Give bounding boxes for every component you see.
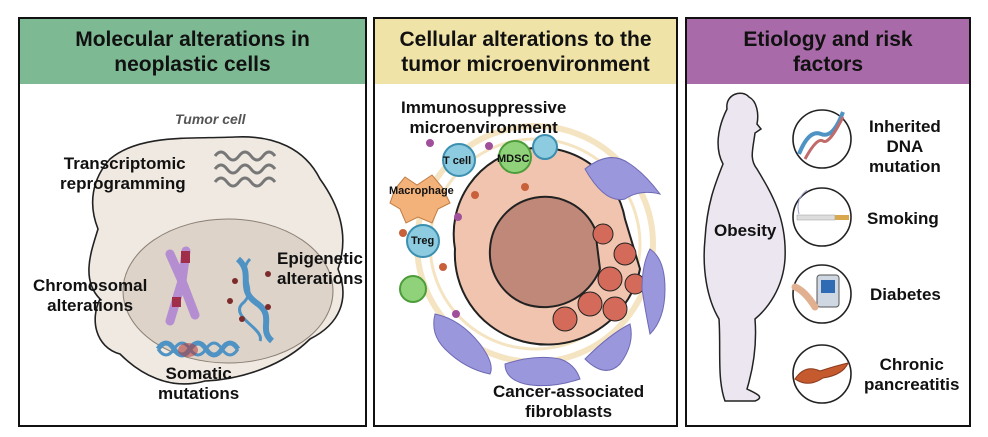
label-obesity: Obesity xyxy=(714,221,777,240)
panel-3-header: Etiology and risk factors xyxy=(687,19,969,84)
epigenetic-dna-icon xyxy=(227,256,275,344)
macrophage-icon xyxy=(389,174,451,224)
panel-3-title-line-1: Etiology and risk xyxy=(743,27,913,51)
microenvironment-illustration xyxy=(389,123,666,387)
green-immune-cell-icon xyxy=(399,275,427,303)
label-mdsc: MDSC xyxy=(497,153,530,165)
label-t-cell: T cell xyxy=(443,155,472,167)
panel-1-header: Molecular alterations in neoplastic cell… xyxy=(20,19,365,84)
label-epigenetic-alterations: Epigenetic alterations xyxy=(277,249,363,288)
obese-body-silhouette-icon xyxy=(703,92,786,402)
cigarette-icon xyxy=(792,187,852,247)
panel-etiology-risk-factors: Etiology and risk factors Obesity Inheri… xyxy=(685,17,971,427)
rna-strands-icon xyxy=(213,150,277,188)
t-cell-icon xyxy=(442,143,476,177)
panel-tumor-microenvironment: Cellular alterations to the tumor microe… xyxy=(373,17,678,427)
label-somatic-mutations: Somatic mutations xyxy=(158,364,240,403)
fibroblast-icon xyxy=(433,157,666,387)
label-immunosuppressive-microenvironment: Immunosuppressive microenvironment xyxy=(401,98,567,137)
somatic-mutation-dna-icon xyxy=(155,340,241,358)
panel-1-title-line-1: Molecular alterations in xyxy=(75,27,310,51)
label-cancer-associated-fibroblasts: Cancer-associated fibroblasts xyxy=(493,382,645,421)
risk-factors-illustration xyxy=(703,92,852,404)
panel-2-title-line-2: tumor microenvironment xyxy=(401,52,650,76)
panel-1-title-line-2: neoplastic cells xyxy=(114,52,271,76)
label-transcriptomic-reprogramming: Transcriptomic reprogramming xyxy=(60,154,186,193)
nucleus xyxy=(122,218,334,364)
label-treg: Treg xyxy=(411,235,435,247)
mdsc-icon xyxy=(498,140,532,174)
label-inherited-dna-mutation: Inherited DNA mutation xyxy=(869,117,941,176)
panel-2-title-line-1: Cellular alterations to the xyxy=(399,27,652,51)
label-chronic-pancreatitis: Chronic pancreatitis xyxy=(864,355,960,394)
tumor-cell-illustration xyxy=(88,136,344,385)
tumor-cells-cluster xyxy=(552,223,646,332)
panel-2-header: Cellular alterations to the tumor microe… xyxy=(375,19,676,84)
panel-molecular-alterations: Molecular alterations in neoplastic cell… xyxy=(18,17,367,427)
label-chromosomal-alterations: Chromosomal alterations xyxy=(33,276,148,315)
label-tumor-cell: Tumor cell xyxy=(175,111,246,127)
label-macrophage: Macrophage xyxy=(389,185,454,197)
glucose-meter-icon xyxy=(791,264,852,324)
treg-icon xyxy=(406,224,440,258)
chromosome-icon xyxy=(165,246,200,326)
label-smoking: Smoking xyxy=(867,209,939,228)
panel-3-title-line-2: factors xyxy=(792,52,863,76)
dna-mutation-icon xyxy=(792,109,852,169)
label-diabetes: Diabetes xyxy=(870,285,941,304)
pancreas-icon xyxy=(792,344,852,404)
immune-cell-icon xyxy=(532,134,558,160)
